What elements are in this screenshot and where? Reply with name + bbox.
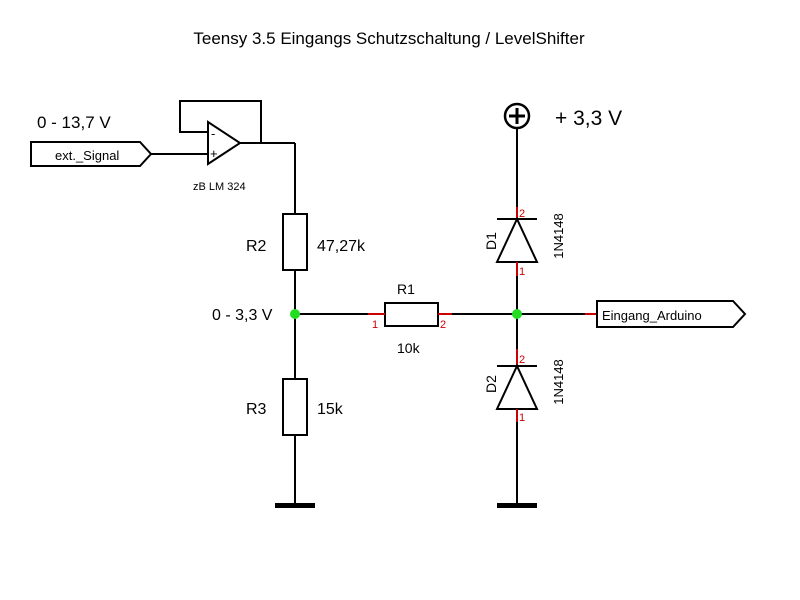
supply-icon — [503, 102, 531, 130]
input-port — [30, 141, 153, 167]
d1-part: 1N4148 — [551, 213, 566, 259]
r3-value: 15k — [317, 401, 344, 418]
diagram-title: Teensy 3.5 Eingangs Schutzschaltung / Le… — [193, 29, 585, 48]
r2-resistor — [282, 213, 308, 271]
supply-label: + 3,3 V — [555, 107, 622, 130]
ground-left-icon — [275, 503, 315, 508]
d2-name: D2 — [483, 375, 499, 393]
input-range-label: 0 - 13,7 V — [37, 113, 111, 132]
r1-name: R1 — [397, 281, 415, 297]
r3-name: R3 — [246, 401, 267, 418]
opamp-minus: - — [211, 126, 215, 141]
d2-diode — [495, 363, 539, 410]
r1-pin2: 2 — [440, 319, 446, 331]
d2-part: 1N4148 — [551, 359, 566, 405]
output-port — [596, 300, 747, 328]
divider-range-label: 0 - 3,3 V — [212, 307, 273, 324]
junction-node-output — [512, 309, 522, 319]
opamp-part-label: zB LM 324 — [193, 181, 246, 193]
opamp: - + — [151, 100, 295, 166]
d1-pin-top: 2 — [519, 208, 525, 220]
junction-node-divider — [290, 309, 300, 319]
opamp-plus: + — [210, 146, 218, 161]
r3-resistor — [282, 378, 308, 436]
d2-pin-top: 2 — [519, 354, 525, 366]
r2-name: R2 — [246, 238, 267, 255]
ground-right-icon — [497, 503, 537, 508]
d1-diode — [495, 216, 539, 263]
input-port-label: ext._Signal — [55, 148, 119, 163]
r1-value: 10k — [397, 340, 421, 356]
output-port-label: Eingang_Arduino — [602, 308, 702, 323]
d1-pin-bottom: 1 — [519, 266, 525, 278]
d1-name: D1 — [483, 232, 499, 250]
r1-pin1: 1 — [372, 319, 378, 331]
r1-resistor — [384, 302, 439, 327]
r2-value: 47,27k — [317, 238, 366, 255]
d2-pin-bottom: 1 — [519, 412, 525, 424]
